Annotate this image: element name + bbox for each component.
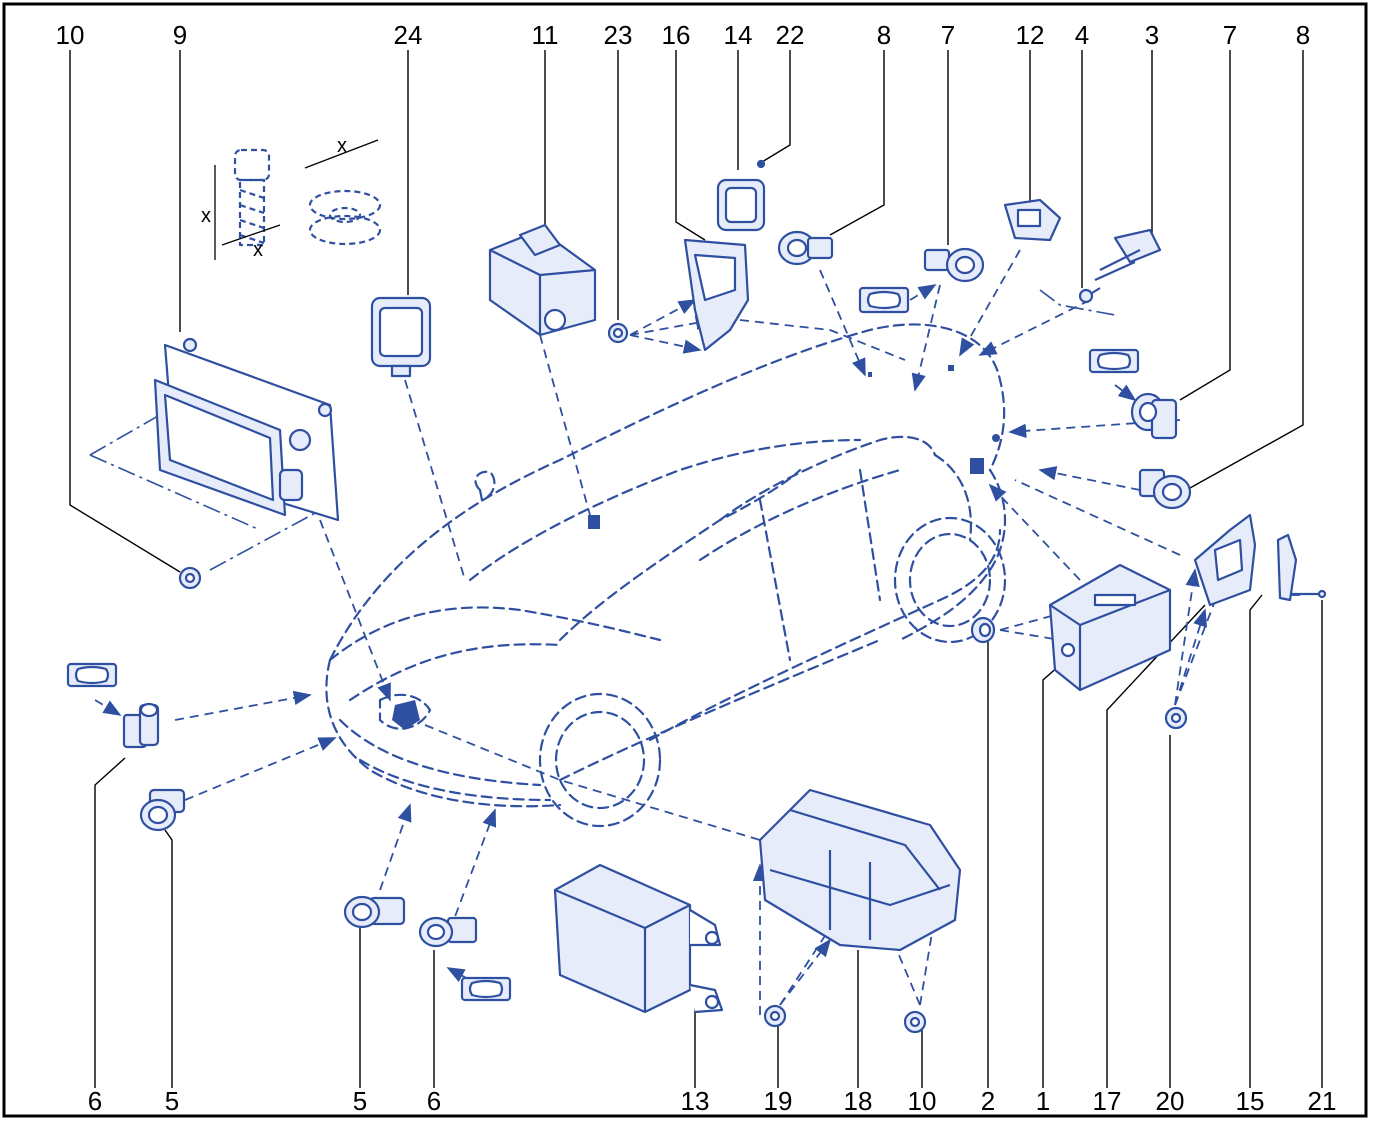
nut-20: [1164, 706, 1188, 730]
callout-label: 3: [1145, 20, 1159, 50]
cover-14: [716, 178, 766, 232]
callout-labels-top: 10 9 24 11 23 16 14 22 8 7 12 4 3 7 8: [56, 20, 1311, 50]
callout-label: 20: [1156, 1086, 1185, 1116]
screw-4: [1078, 287, 1101, 304]
dimension-label: x: [337, 135, 347, 157]
callout-label: 22: [776, 20, 805, 50]
dimension-labels: x x x: [201, 135, 347, 261]
bolt-10: [178, 566, 202, 590]
callout-label: 10: [908, 1086, 937, 1116]
bolt-10-bottom: [903, 1010, 927, 1034]
callout-label: 8: [1296, 20, 1310, 50]
connector-3: [1094, 228, 1162, 282]
callout-label: 18: [844, 1086, 873, 1116]
bolt-dimension-sketch: [233, 148, 382, 247]
callout-label: 14: [724, 20, 753, 50]
control-box-1: [1048, 563, 1172, 692]
callout-label: 6: [88, 1086, 102, 1116]
callout-label: 6: [427, 1086, 441, 1116]
sensor-8-right: [1138, 468, 1192, 510]
leader-lines: [69, 50, 1323, 1088]
dimension-lines: [214, 139, 379, 260]
callout-label: 19: [764, 1086, 793, 1116]
sensor-7-top: [923, 247, 985, 283]
callout-label: 8: [877, 20, 891, 50]
sensor-6-left: [122, 702, 160, 749]
control-module-9: [153, 337, 340, 522]
callout-label: 1: [1036, 1086, 1050, 1116]
callout-label: 16: [662, 20, 691, 50]
callout-label: 11: [532, 20, 559, 50]
callout-label: 5: [165, 1086, 179, 1116]
nut-23: [607, 322, 629, 344]
assembly-arrows: [94, 249, 1300, 1015]
vehicle-outline: [325, 323, 1007, 828]
callout-label: 17: [1093, 1086, 1122, 1116]
callout-label: 2: [981, 1086, 995, 1116]
alignment-lines: [89, 289, 1116, 571]
callout-label: 12: [1016, 20, 1045, 50]
callout-label: 9: [173, 20, 187, 50]
callout-label: 23: [604, 20, 633, 50]
gasket-seal: [66, 286, 1140, 1002]
radar-module-13: [553, 863, 724, 1014]
sensor-6-bottom: [418, 916, 478, 948]
sensor-8-top: [777, 230, 834, 266]
bracket-16: [683, 238, 750, 352]
callout-label: 10: [56, 20, 85, 50]
pin-22: [756, 159, 766, 169]
callout-label: 7: [1223, 20, 1237, 50]
dimension-label: x: [253, 239, 263, 261]
flat-cover-15: [1276, 533, 1298, 602]
diagram-frame: [2, 2, 1368, 1118]
callout-label: 4: [1075, 20, 1089, 50]
camera-unit-11: [488, 223, 597, 337]
callout-label: 5: [353, 1086, 367, 1116]
nut-19: [763, 1004, 787, 1028]
screw-21: [1290, 589, 1327, 599]
sensor-5-bottom: [343, 895, 406, 929]
sensor-7-right: [1130, 392, 1178, 440]
mounting-points: [392, 365, 1000, 730]
callout-label: 13: [681, 1086, 710, 1116]
housing-18: [758, 788, 962, 952]
bracket-17: [1193, 513, 1257, 607]
clip-bracket-12: [1003, 198, 1062, 242]
callout-labels-bottom: 6 5 5 6 13 19 18 10 2 1 17 20 15 21: [88, 1086, 1337, 1116]
callout-label: 15: [1236, 1086, 1265, 1116]
callout-label: 21: [1308, 1086, 1337, 1116]
small-module-24: [370, 296, 432, 378]
sensor-5-left: [139, 788, 186, 832]
callout-label: 24: [394, 20, 423, 50]
dimension-label: x: [201, 205, 211, 227]
callout-label: 7: [941, 20, 955, 50]
grommet-2: [970, 616, 996, 644]
